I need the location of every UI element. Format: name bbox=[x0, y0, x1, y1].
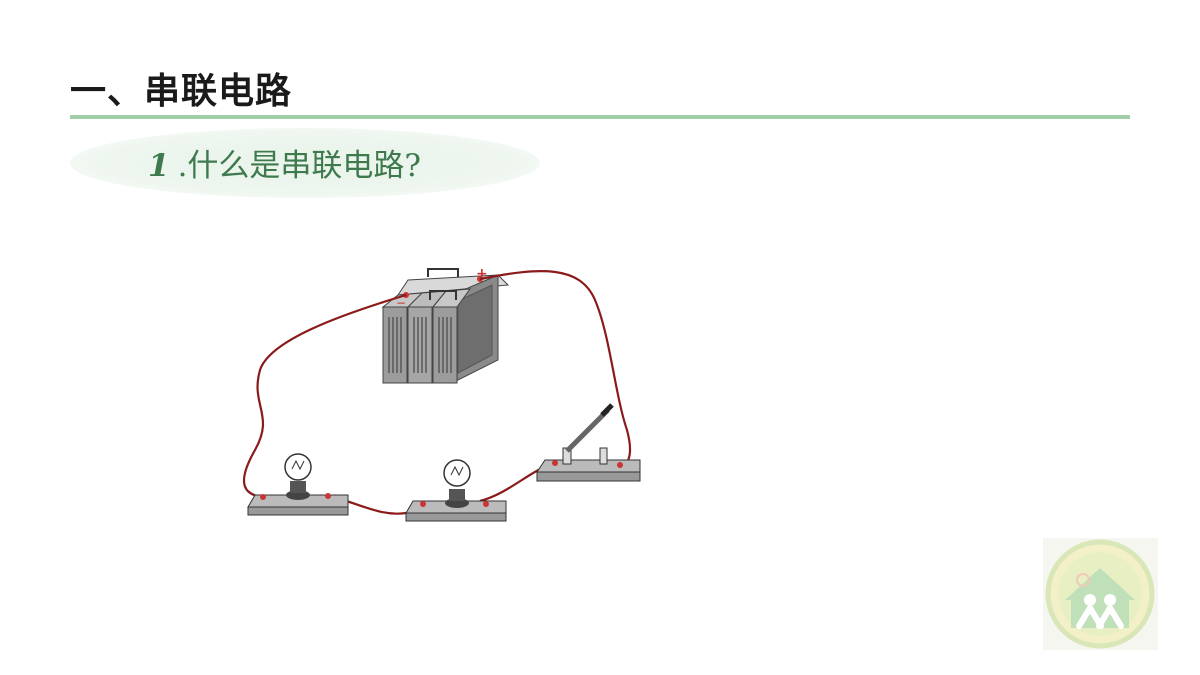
school-logo-icon bbox=[1043, 538, 1158, 650]
title-divider bbox=[70, 115, 1130, 119]
light-bulb-icon bbox=[405, 459, 507, 522]
slide-title: 一、串联电路 bbox=[70, 70, 293, 112]
light-bulb-icon bbox=[247, 453, 349, 516]
knife-switch-icon bbox=[536, 403, 641, 482]
subtitle: 1.什么是串联电路? bbox=[148, 140, 421, 185]
subtitle-highlight bbox=[70, 128, 540, 198]
subtitle-text: .什么是串联电路? bbox=[177, 148, 422, 184]
series-circuit-diagram: + − bbox=[243, 266, 641, 522]
battery-plus-label: + bbox=[476, 266, 488, 282]
battery-icon bbox=[381, 268, 510, 384]
battery-minus-label: − bbox=[396, 296, 406, 310]
subtitle-number: 1 bbox=[148, 148, 170, 184]
